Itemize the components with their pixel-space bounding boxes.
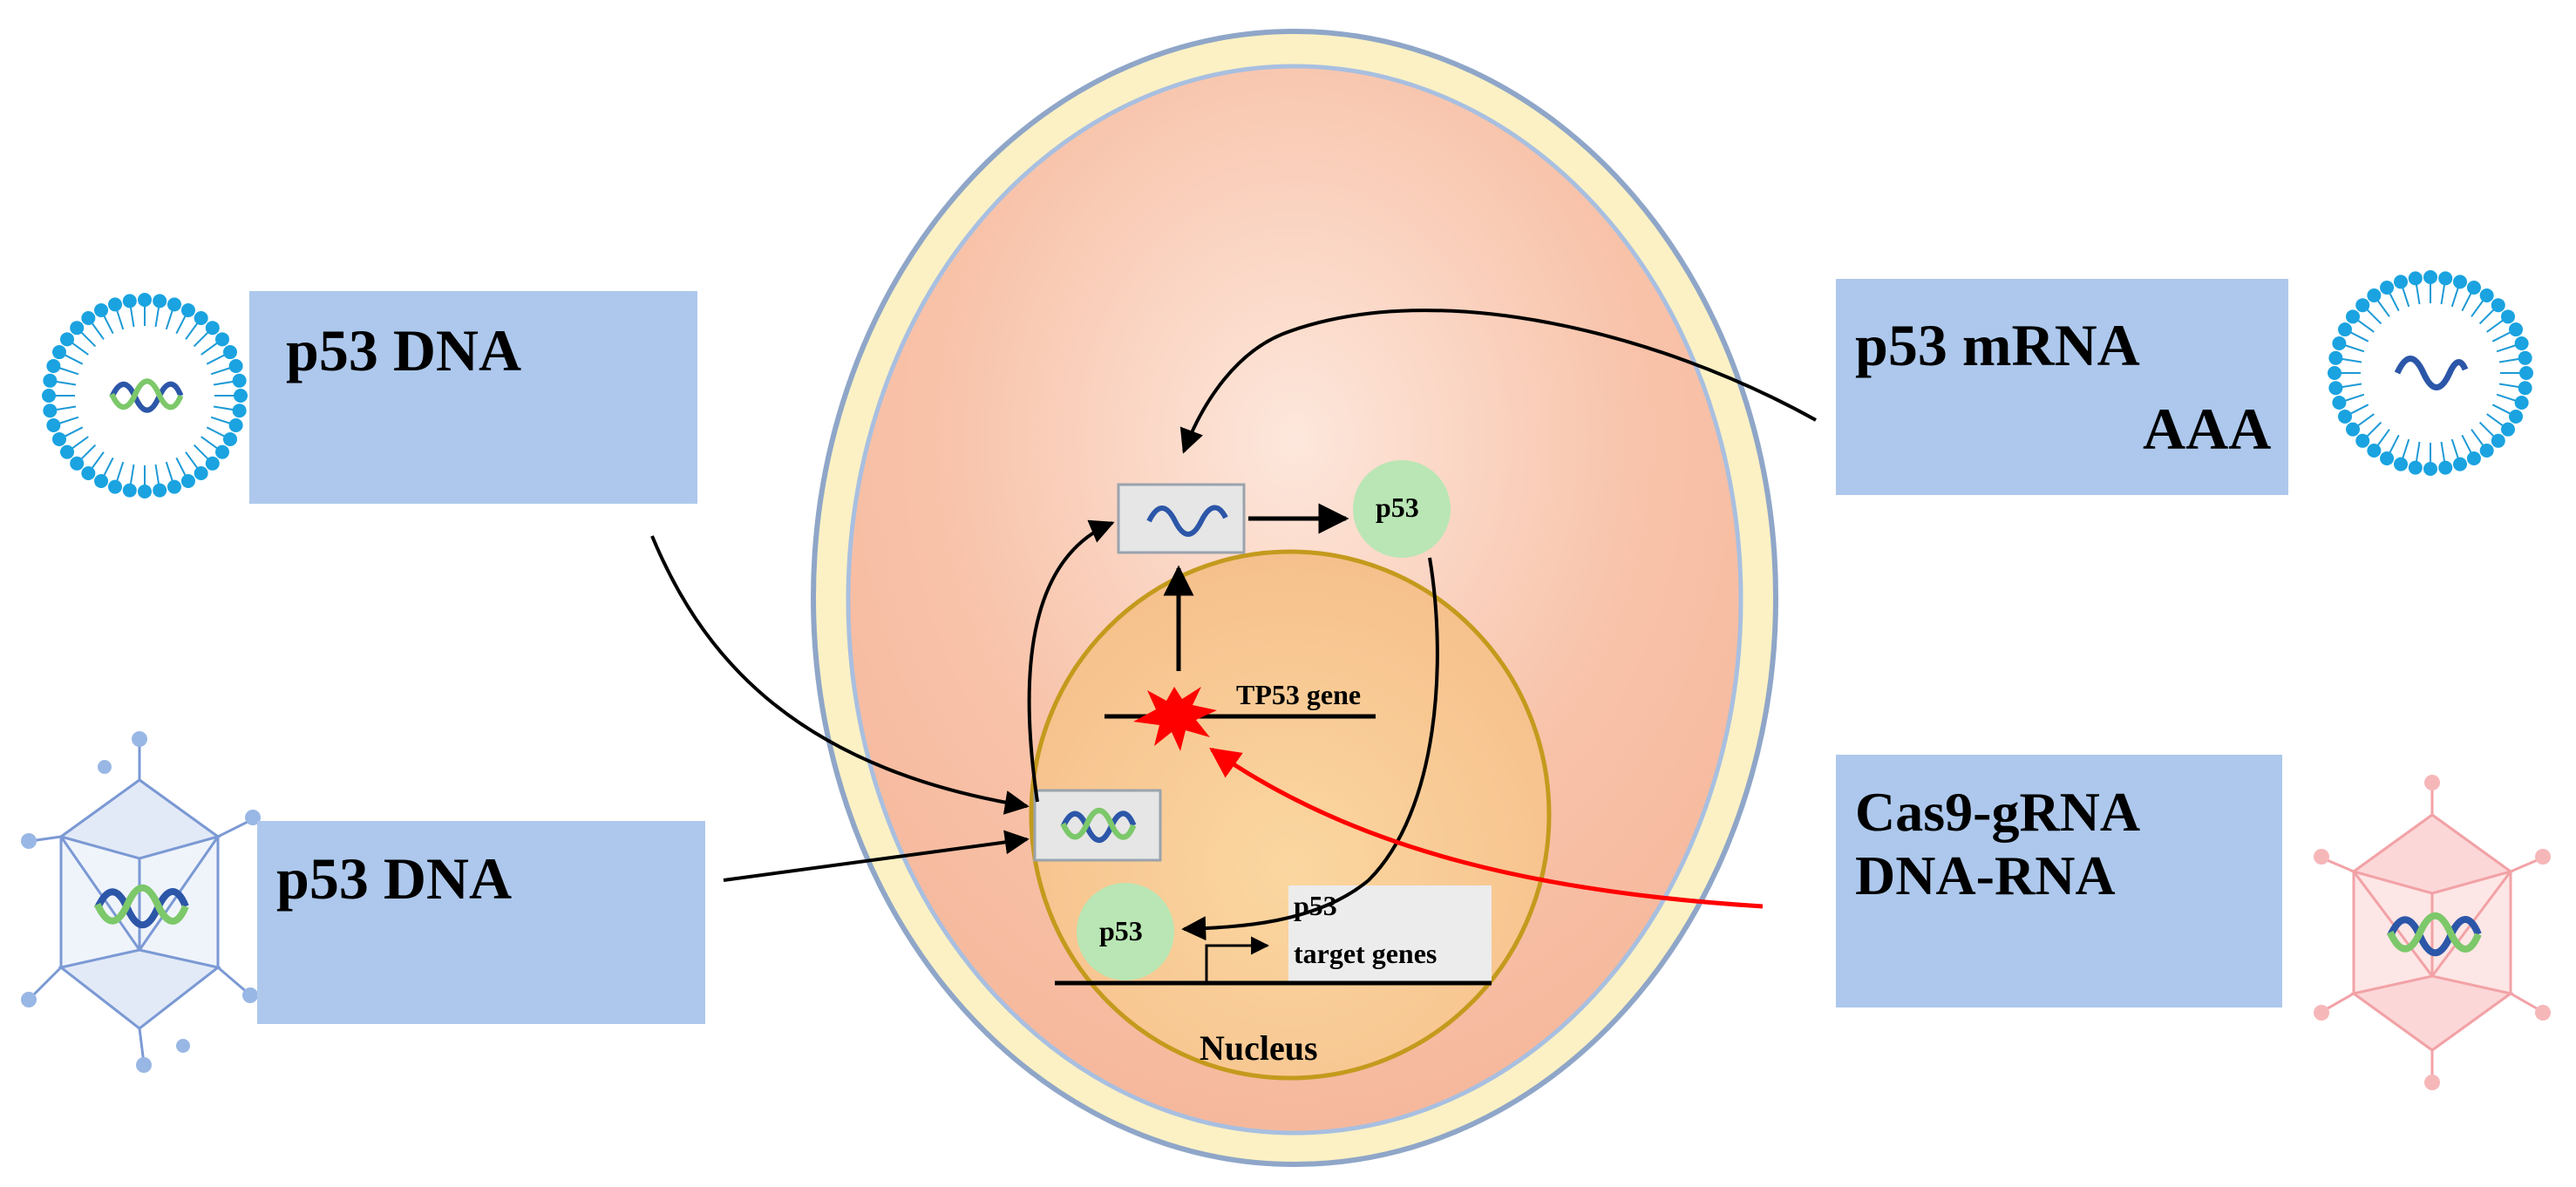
promoter-arrow <box>1205 936 1270 983</box>
panel-title-line1: Cas9-gRNA <box>1855 781 2141 843</box>
polya-tail: AAA <box>2143 396 2272 462</box>
p53-protein-label: p53 <box>1099 915 1143 946</box>
p53-protein-label: p53 <box>1376 492 1419 523</box>
nucleus-label: Nucleus <box>1200 1028 1318 1068</box>
lipid-nanoparticle-icon <box>42 293 248 499</box>
arrow-lnp-dna-to-nucleus <box>650 535 1030 815</box>
panel-title: p53 mRNA <box>1855 312 2140 378</box>
tp53-gene-label: TP53 gene <box>1236 679 1362 710</box>
arrow-dna-to-mrna <box>1027 519 1115 803</box>
lipid-nanoparticle-icon <box>2328 270 2533 476</box>
target-genes-box <box>1288 885 1492 983</box>
viral-capsid-icon <box>21 731 261 1073</box>
p53-protein-cytoplasm <box>1353 460 1451 558</box>
nuclear-dna-box <box>1033 789 1162 862</box>
panel-title: p53 DNA <box>276 845 513 912</box>
p53-dna-lnp-panel: p53 DNA <box>249 291 697 504</box>
arrow-cas9-to-gene <box>1209 747 1764 909</box>
p53-mrna-panel: p53 mRNA AAA <box>1836 279 2288 495</box>
mutation-star <box>1133 687 1217 751</box>
cas9-grna-panel: Cas9-gRNA DNA-RNA <box>1836 755 2282 1007</box>
target-genes-label: target genes <box>1294 938 1438 969</box>
arrow-viral-dna-to-nucleus <box>723 830 1030 882</box>
target-genes-label: p53 <box>1294 890 1337 921</box>
arrow-protein-to-nucleus <box>1181 557 1439 941</box>
p53-dna-viral-panel: p53 DNA <box>257 821 705 1024</box>
viral-capsid-icon <box>2314 775 2551 1090</box>
panel-title: p53 DNA <box>286 317 522 383</box>
p53-protein-nucleus <box>1077 883 1174 980</box>
arrow-mrna-to-cytoplasm <box>1179 309 1817 454</box>
cytoplasm-mrna-box <box>1117 483 1246 554</box>
panel-title-line2: DNA-RNA <box>1855 844 2116 906</box>
